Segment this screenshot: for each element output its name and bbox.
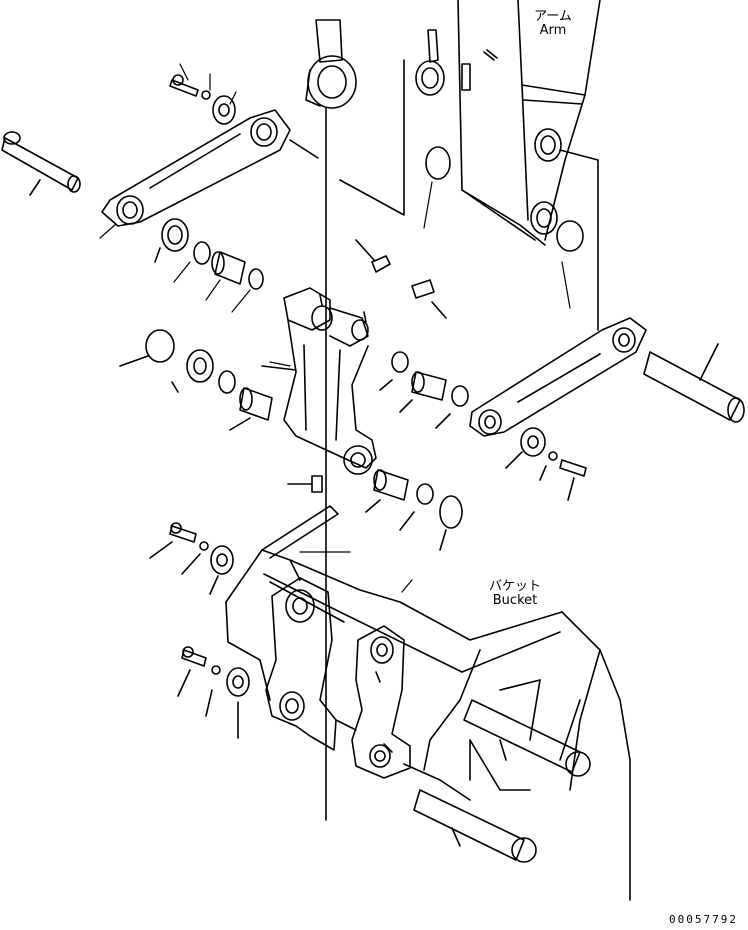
leader-lines bbox=[99, 63, 571, 593]
arm-label-en: Arm bbox=[539, 23, 567, 39]
right-pin bbox=[643, 343, 745, 423]
arm-part bbox=[457, 0, 601, 331]
right-link bbox=[469, 317, 647, 437]
upper-left-bushings bbox=[154, 218, 264, 290]
left-pin-upper bbox=[1, 131, 81, 196]
bucket-label: バケット Bucket bbox=[478, 579, 552, 609]
bucket-part bbox=[225, 505, 631, 901]
grease-fittings bbox=[287, 239, 447, 493]
arm-label-ja: アーム bbox=[534, 9, 572, 24]
link-eye-part bbox=[305, 19, 357, 821]
arm-o-ring bbox=[425, 146, 451, 180]
bucket-pin-lower bbox=[413, 789, 537, 863]
lower-left-bolts bbox=[149, 522, 250, 739]
left-link-upper bbox=[101, 109, 319, 227]
middle-left-parts bbox=[119, 329, 297, 431]
bucket-label-en: Bucket bbox=[492, 593, 538, 609]
right-bolt-washer bbox=[505, 427, 587, 501]
arm-o-ring-right bbox=[556, 220, 584, 252]
arm-label: アーム Arm bbox=[528, 9, 578, 39]
bucket-pin-upper bbox=[463, 699, 591, 777]
figure-code: 00057792 bbox=[669, 913, 738, 926]
lower-bushings bbox=[365, 469, 463, 551]
arm-fitting-parts bbox=[339, 29, 584, 252]
center-h-link bbox=[283, 287, 377, 475]
middle-right-parts bbox=[379, 351, 469, 429]
upper-bolt-washer-spacer bbox=[169, 74, 236, 125]
bucket-label-ja: バケット bbox=[488, 579, 541, 594]
